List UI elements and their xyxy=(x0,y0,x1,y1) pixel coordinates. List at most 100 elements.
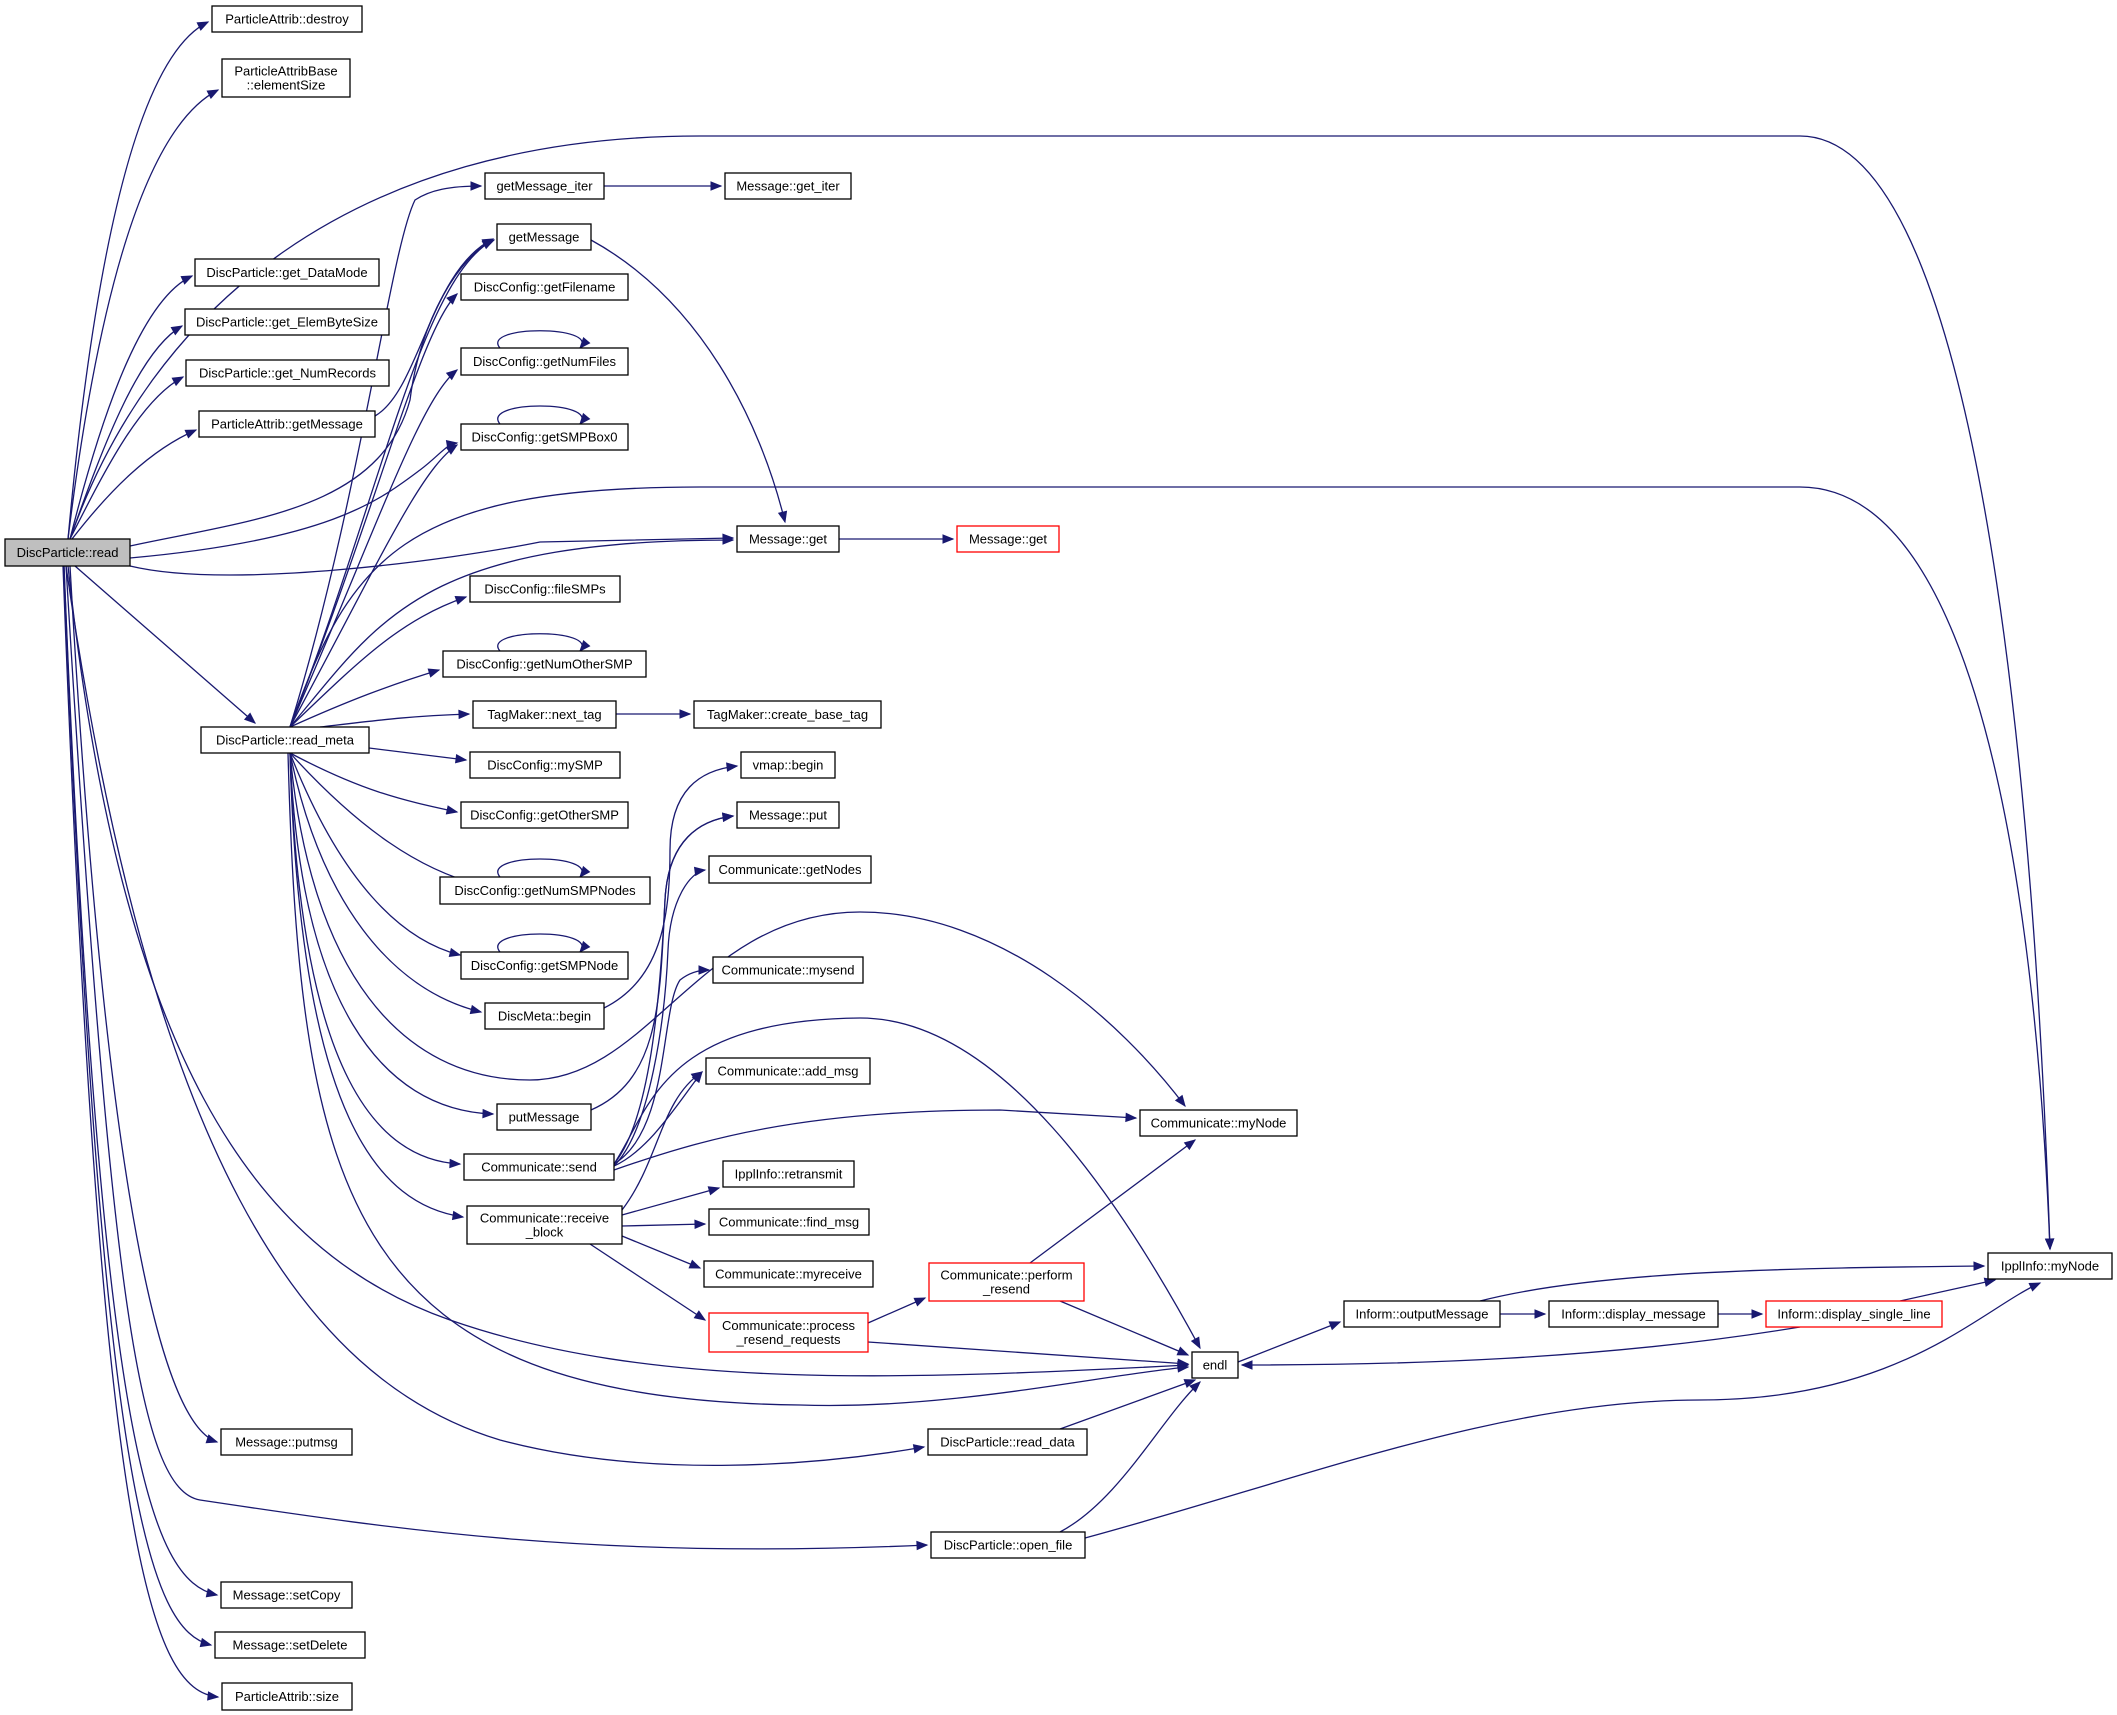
node-comm_myNode[interactable]: Communicate::myNode xyxy=(1139,1109,1298,1137)
arrowhead-icon xyxy=(579,336,591,350)
edge-display_single_line-to-endl xyxy=(1240,1326,1801,1370)
edge-process_resend-to-perform_resend xyxy=(867,1297,927,1324)
node-elementSize[interactable]: ParticleAttribBase::elementSize xyxy=(221,58,351,98)
edge-line xyxy=(1479,1265,1985,1302)
edge-read-to-read_data xyxy=(65,565,926,1466)
node-label: DiscParticle::open_file xyxy=(944,1538,1073,1553)
node-setCopy[interactable]: Message::setCopy xyxy=(220,1581,353,1609)
edge-line xyxy=(129,239,495,547)
node-getOtherSMP[interactable]: DiscConfig::getOtherSMP xyxy=(460,801,629,829)
node-box xyxy=(722,1160,855,1188)
node-getNumSMPNodes[interactable]: DiscConfig::getNumSMPNodes xyxy=(439,876,651,905)
node-getFilename[interactable]: DiscConfig::getFilename xyxy=(460,273,629,301)
node-read_meta[interactable]: DiscParticle::read_meta xyxy=(200,726,370,754)
edge-read_meta-to-putMessage xyxy=(289,752,495,1119)
edge-display_single_line-to-ippl_myNode xyxy=(1899,1277,1997,1302)
edge-outputMessage-to-display_message xyxy=(1500,1309,1547,1319)
node-find_msg[interactable]: Communicate::find_msg xyxy=(708,1208,870,1236)
edge-read_meta-to-ippl_myNode xyxy=(289,486,2055,1251)
edge-read_meta-to-getMessage_iter xyxy=(289,181,483,728)
node-dm_begin[interactable]: DiscMeta::begin xyxy=(484,1002,605,1030)
node-get_DataMode[interactable]: DiscParticle::get_DataMode xyxy=(194,258,380,287)
node-label: getMessage xyxy=(509,230,580,245)
node-open_file[interactable]: DiscParticle::open_file xyxy=(930,1531,1086,1559)
edge-open_file-to-ippl_myNode xyxy=(1084,1282,2042,1539)
node-putmsg[interactable]: Message::putmsg xyxy=(220,1428,353,1456)
edge-line xyxy=(62,565,219,1698)
node-retransmit[interactable]: IpplInfo::retransmit xyxy=(722,1160,855,1188)
node-getMessage[interactable]: getMessage xyxy=(496,223,592,251)
edge-read_meta-to-getMessage xyxy=(289,239,495,728)
node-process_resend[interactable]: Communicate::process_resend_requests xyxy=(708,1312,869,1353)
edge-line xyxy=(289,752,461,956)
arrowhead-icon xyxy=(1176,1346,1190,1356)
node-box xyxy=(956,525,1060,553)
node-getNumFiles[interactable]: DiscConfig::getNumFiles xyxy=(460,347,629,376)
node-next_tag[interactable]: TagMaker::next_tag xyxy=(472,700,617,729)
node-getNodes[interactable]: Communicate::getNodes xyxy=(708,855,872,884)
node-label: _resend_requests xyxy=(735,1332,841,1347)
edge-line xyxy=(129,537,734,576)
node-putMessage[interactable]: putMessage xyxy=(496,1103,592,1131)
node-getSMPNode[interactable]: DiscConfig::getSMPNode xyxy=(460,951,629,980)
node-label: Message::get xyxy=(749,532,827,547)
node-add_msg[interactable]: Communicate::add_msg xyxy=(705,1057,871,1085)
node-getMessage_iter[interactable]: getMessage_iter xyxy=(484,172,605,200)
edge-send-to-add_msg xyxy=(613,1070,703,1167)
node-pa_getMessage[interactable]: ParticleAttrib::getMessage xyxy=(198,410,376,438)
node-setDelete[interactable]: Message::setDelete xyxy=(214,1631,366,1659)
arrowhead-icon xyxy=(1534,1309,1547,1319)
node-msg_get2[interactable]: Message::get xyxy=(956,525,1060,553)
node-vmap_begin[interactable]: vmap::begin xyxy=(740,751,836,779)
node-fileSMPs[interactable]: DiscConfig::fileSMPs xyxy=(469,575,621,603)
node-getNumOtherSMP[interactable]: DiscConfig::getNumOtherSMP xyxy=(442,650,647,678)
edge-process_resend-to-endl xyxy=(867,1341,1190,1369)
node-box xyxy=(466,1205,623,1245)
node-display_message[interactable]: Inform::display_message xyxy=(1548,1300,1719,1328)
node-get_ElemByteSize[interactable]: DiscParticle::get_ElemByteSize xyxy=(184,308,390,336)
edge-read-to-setCopy xyxy=(63,565,219,1598)
edge-line xyxy=(69,135,2051,1250)
edge-line xyxy=(613,869,706,1167)
node-mysend[interactable]: Communicate::mysend xyxy=(712,956,864,984)
node-destroy[interactable]: ParticleAttrib::destroy xyxy=(211,5,363,33)
node-read[interactable]: DiscParticle::read xyxy=(4,538,131,567)
node-create_base_tag[interactable]: TagMaker::create_base_tag xyxy=(693,700,882,729)
arrowhead-icon xyxy=(1751,1309,1764,1319)
node-get_iter[interactable]: Message::get_iter xyxy=(724,172,852,200)
node-msg_put[interactable]: Message::put xyxy=(736,801,840,829)
edge-receive_block-to-add_msg xyxy=(621,1071,704,1211)
node-ippl_myNode[interactable]: IpplInfo::myNode xyxy=(1987,1252,2113,1280)
arrowhead-icon xyxy=(481,239,495,250)
node-read_data[interactable]: DiscParticle::read_data xyxy=(927,1428,1088,1456)
node-box xyxy=(1343,1300,1501,1328)
edge-read-to-pa_size xyxy=(62,565,220,1701)
node-label: Communicate::myreceive xyxy=(715,1267,862,1282)
node-send[interactable]: Communicate::send xyxy=(463,1153,615,1181)
node-pa_size[interactable]: ParticleAttrib::size xyxy=(221,1682,353,1711)
node-outputMessage[interactable]: Inform::outputMessage xyxy=(1343,1300,1501,1328)
node-mySMP[interactable]: DiscConfig::mySMP xyxy=(469,751,621,779)
arrowhead-icon xyxy=(916,1540,929,1551)
node-msg_get[interactable]: Message::get xyxy=(736,525,840,553)
node-label: DiscParticle::read xyxy=(17,545,119,560)
node-label: ParticleAttrib::getMessage xyxy=(211,417,363,432)
node-myreceive[interactable]: Communicate::myreceive xyxy=(703,1260,874,1288)
node-perform_resend[interactable]: Communicate::perform_resend xyxy=(928,1262,1085,1302)
node-get_NumRecords[interactable]: DiscParticle::get_NumRecords xyxy=(185,359,390,387)
edge-read-to-pa_getMessage xyxy=(71,429,198,540)
edge-read-to-read_meta xyxy=(74,565,257,724)
edge-line xyxy=(319,713,470,728)
node-label: DiscConfig::mySMP xyxy=(487,758,603,773)
edge-line xyxy=(67,21,209,540)
node-label: Communicate::myNode xyxy=(1151,1116,1287,1131)
edge-line xyxy=(289,752,482,1013)
node-endl[interactable]: endl xyxy=(1191,1351,1239,1379)
node-receive_block[interactable]: Communicate::receive_block xyxy=(466,1205,623,1245)
edge-send-to-mysend xyxy=(613,965,711,1165)
arrowhead-icon xyxy=(454,595,468,605)
edge-line xyxy=(613,1017,1201,1349)
edge-receive_block-to-process_resend xyxy=(589,1243,707,1321)
node-getSMPBox0[interactable]: DiscConfig::getSMPBox0 xyxy=(460,423,629,451)
node-display_single_line[interactable]: Inform::display_single_line xyxy=(1765,1300,1943,1328)
